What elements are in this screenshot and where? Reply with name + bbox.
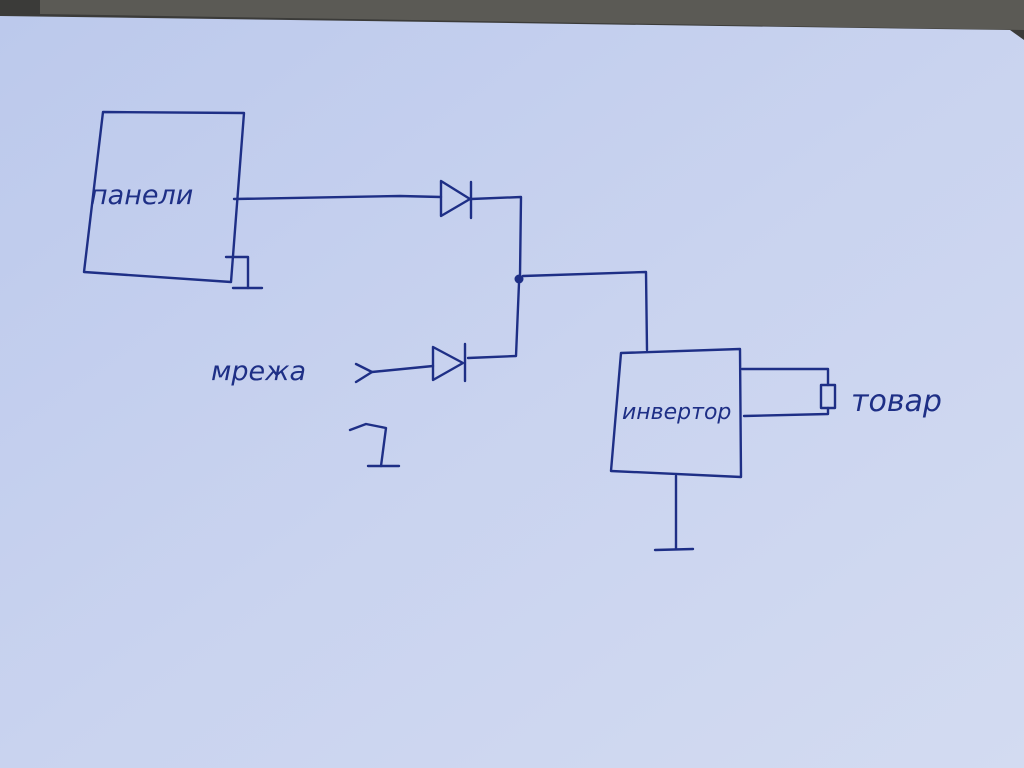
paper-sheet	[0, 16, 1024, 768]
load-label: товар	[851, 384, 942, 419]
junction-to-inverter-wire	[521, 270, 649, 352]
diode-top-output-wire	[469, 195, 523, 278]
inverter-block: инвертор	[609, 347, 743, 479]
grid-ground-lead	[348, 422, 388, 468]
load-wire-bottom	[742, 406, 830, 418]
bottom-diode-return-wire	[466, 281, 521, 360]
panels-box	[82, 110, 246, 284]
load-resistor-icon	[819, 383, 837, 410]
panels-output-wire	[232, 194, 443, 201]
panels-label: панели	[90, 180, 193, 211]
junction-dot	[514, 274, 524, 284]
table-top-strip	[40, 0, 1024, 30]
panels-ground-lead	[224, 255, 250, 290]
grid-label: мрежа	[211, 356, 306, 387]
inverter-ground-icon	[653, 547, 695, 552]
inverter-box	[609, 347, 743, 479]
grid-input-wire	[370, 364, 435, 374]
inverter-label: инвертор	[622, 400, 731, 425]
diode-bottom-icon	[431, 342, 467, 383]
panels-block: панели	[82, 110, 246, 284]
load-wire-top	[740, 367, 830, 387]
